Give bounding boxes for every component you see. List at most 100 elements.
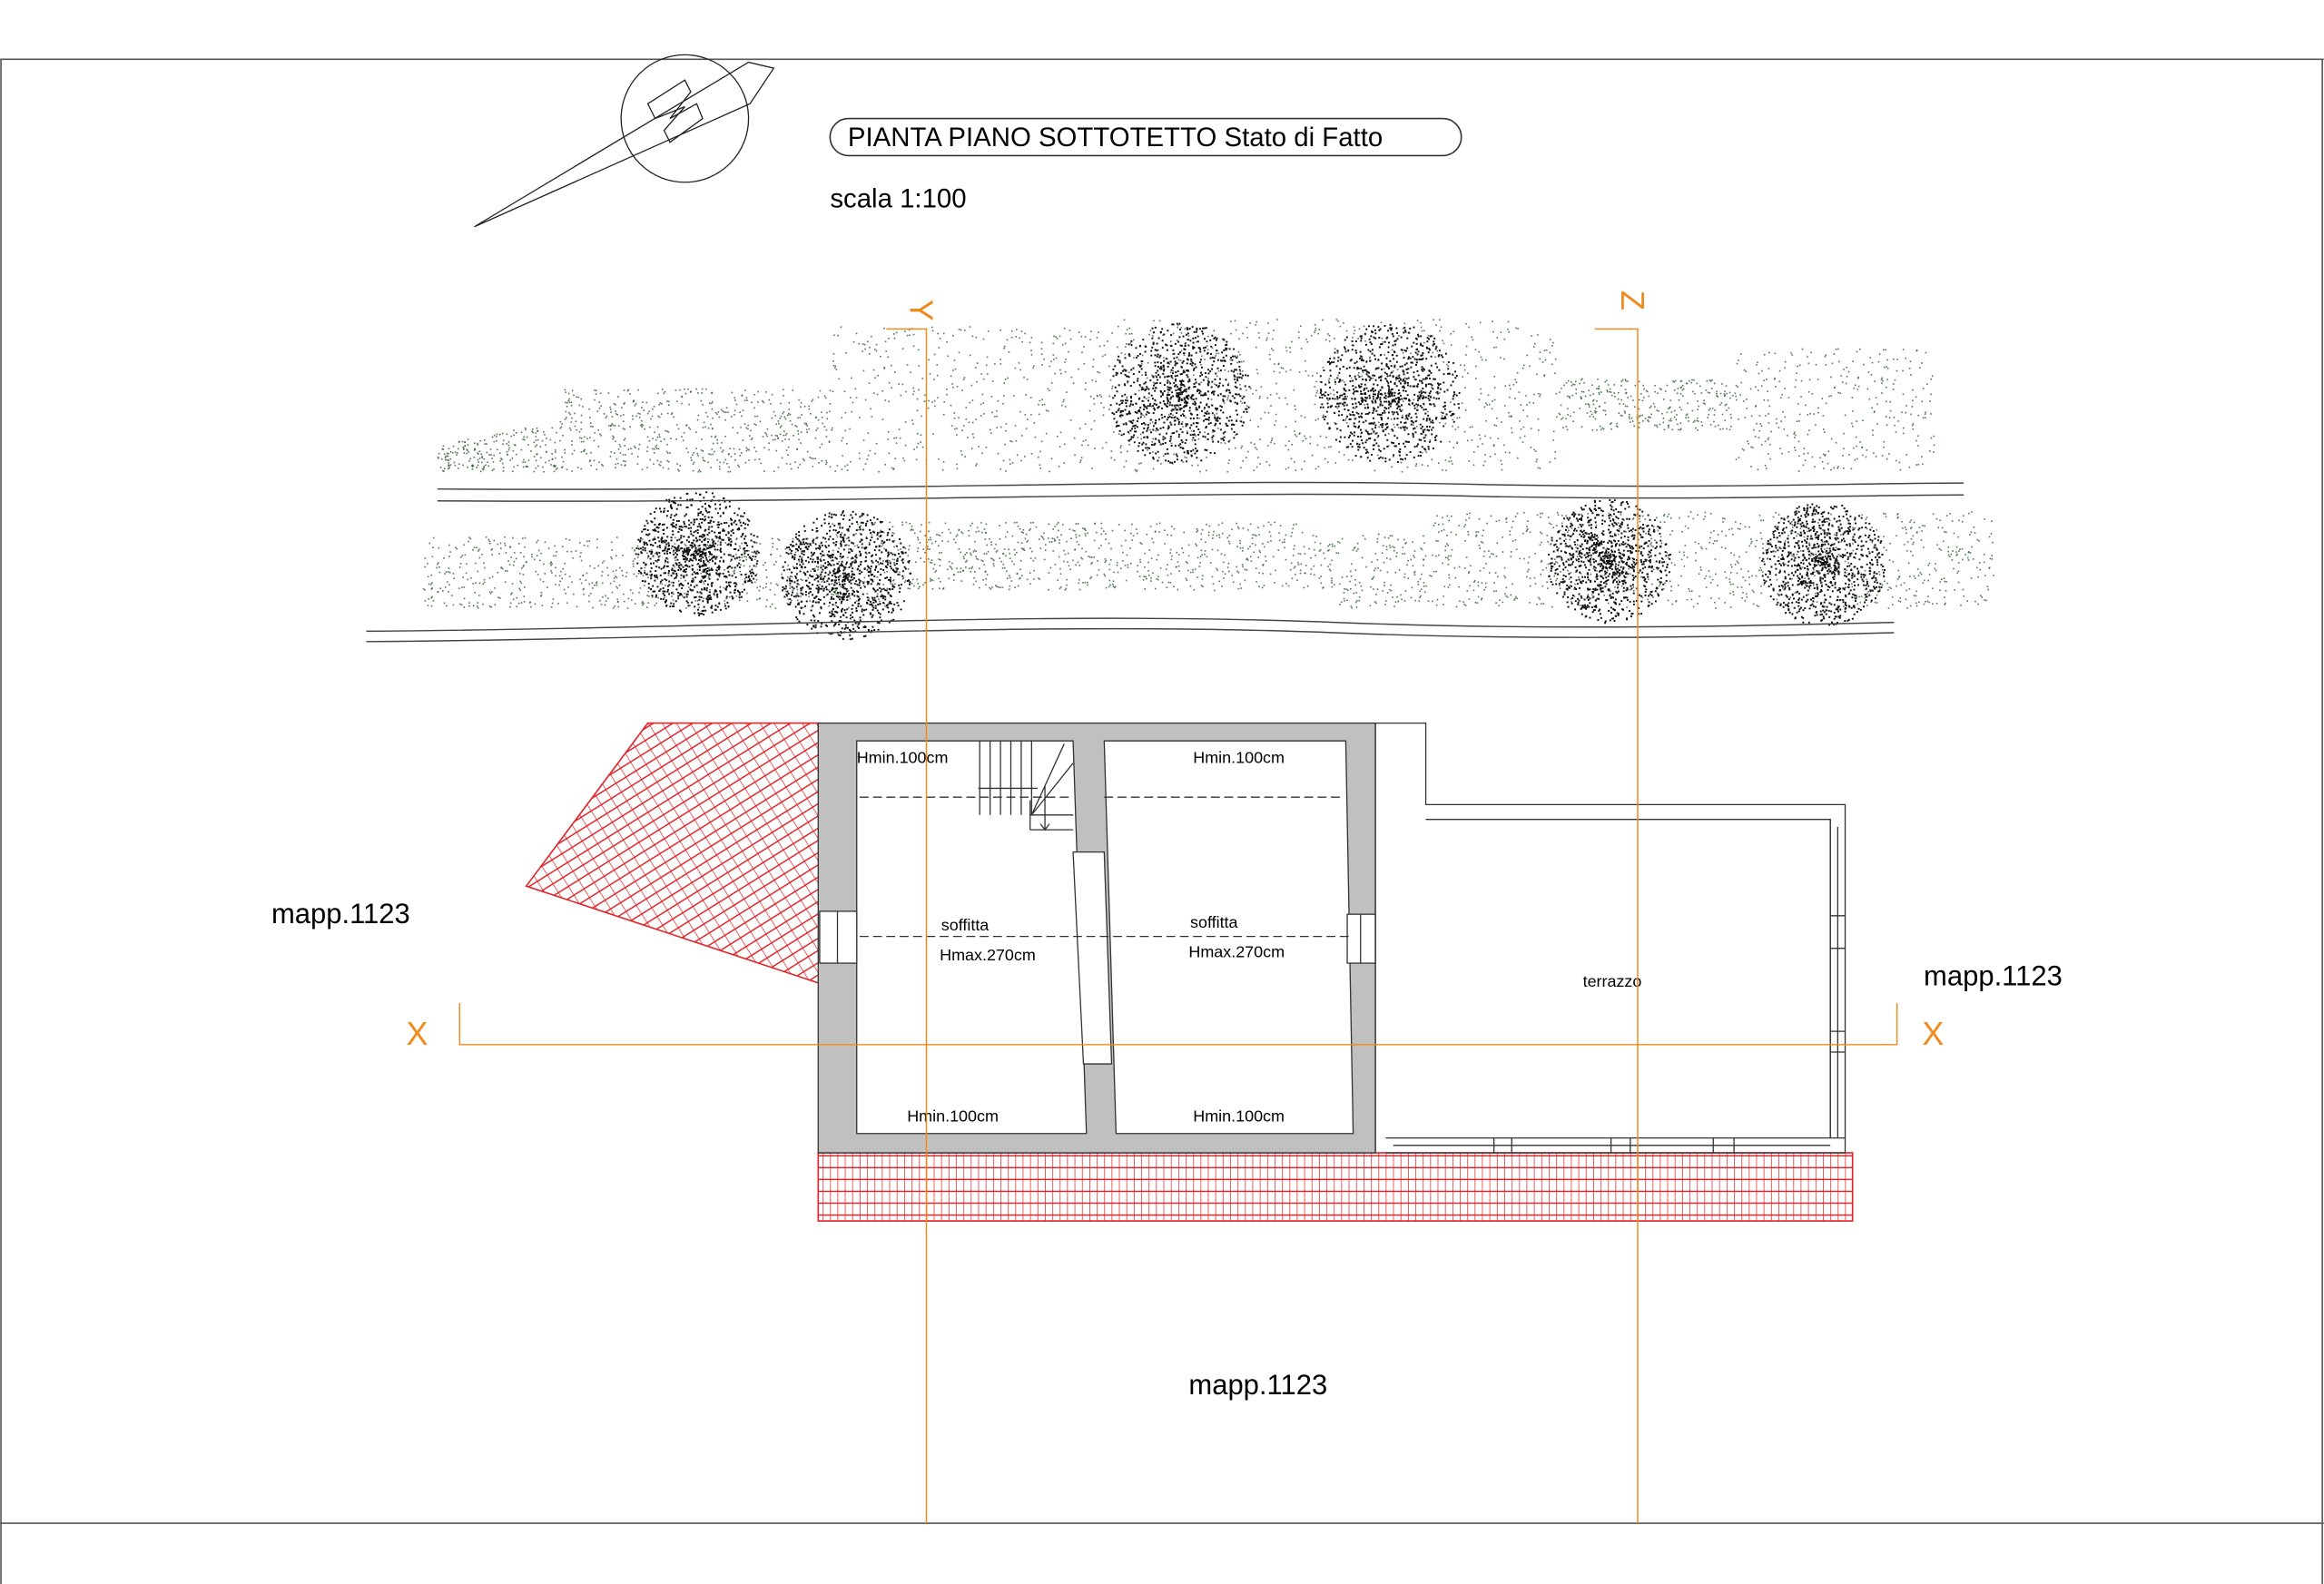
vegetation-dot	[1908, 367, 1911, 369]
vegetation-dot	[1905, 357, 1907, 359]
vegetation-dot	[1656, 426, 1659, 428]
vegetation-dot	[1877, 360, 1880, 363]
vegetation-dot	[1402, 400, 1404, 403]
vegetation-dot	[623, 600, 625, 603]
vegetation-dot	[1554, 358, 1557, 360]
vegetation-dot	[944, 522, 947, 525]
vegetation-dot	[781, 457, 783, 459]
vegetation-dot	[725, 597, 727, 600]
vegetation-dot	[1005, 423, 1008, 425]
vegetation-dot	[1852, 425, 1854, 428]
vegetation-dot	[464, 441, 467, 443]
vegetation-dot	[1328, 544, 1331, 546]
vegetation-dot	[1824, 548, 1826, 550]
vegetation-dot	[1139, 542, 1142, 544]
vegetation-dot	[1483, 589, 1486, 591]
vegetation-dot	[1446, 535, 1449, 536]
vegetation-dot	[1245, 457, 1247, 458]
vegetation-dot	[1019, 369, 1022, 371]
vegetation-dot	[561, 467, 563, 468]
vegetation-dot	[1930, 393, 1932, 396]
vegetation-dot	[848, 606, 850, 609]
vegetation-dot	[1475, 378, 1477, 379]
vegetation-dot	[560, 426, 563, 428]
vegetation-dot	[1516, 512, 1519, 515]
vegetation-dot	[1601, 427, 1604, 429]
vegetation-dot	[1444, 459, 1447, 461]
vegetation-dot	[1149, 422, 1151, 425]
vegetation-dot	[1620, 380, 1623, 382]
vegetation-dot	[1015, 439, 1018, 442]
vegetation-dot	[1750, 466, 1752, 467]
vegetation-dot	[695, 431, 697, 433]
vegetation-dot	[461, 440, 464, 443]
vegetation-dot	[1276, 319, 1278, 320]
vegetation-dot	[1974, 532, 1976, 534]
vegetation-dot	[1299, 572, 1302, 575]
vegetation-dot	[948, 528, 950, 531]
vegetation-dot	[1765, 467, 1768, 469]
vegetation-dot	[985, 364, 988, 367]
vegetation-dot	[1756, 364, 1758, 366]
vegetation-dot	[1120, 545, 1123, 547]
vegetation-dot	[848, 545, 850, 546]
vegetation-dot	[1648, 420, 1649, 423]
vegetation-dot	[1965, 554, 1966, 556]
vegetation-dot	[932, 567, 935, 570]
vegetation-dot	[1157, 457, 1160, 458]
vegetation-dot	[1334, 383, 1336, 386]
vegetation-dot	[1800, 533, 1803, 536]
vegetation-dot	[981, 560, 984, 562]
vegetation-dot	[1213, 530, 1215, 533]
vegetation-dot	[1896, 517, 1899, 518]
vegetation-dot	[596, 582, 597, 585]
vegetation-dot	[1888, 586, 1891, 588]
vegetation-dot	[800, 442, 803, 444]
vegetation-dot	[1714, 558, 1717, 560]
vegetation-dot	[1109, 379, 1112, 381]
vegetation-dot	[1672, 380, 1674, 382]
vegetation-dot	[664, 390, 666, 393]
vegetation-dot	[1373, 576, 1375, 578]
vegetation-dot	[589, 422, 592, 425]
vegetation-dot	[831, 583, 833, 585]
vegetation-dot	[1393, 546, 1395, 549]
vegetation-dot	[1630, 573, 1631, 576]
vegetation-dot	[1505, 595, 1507, 597]
vegetation-dot	[570, 550, 573, 553]
vegetation-dot	[1517, 328, 1519, 330]
vegetation-dot	[908, 548, 910, 551]
vegetation-dot	[1211, 576, 1214, 578]
vegetation-dot	[1167, 581, 1170, 584]
vegetation-dot	[1063, 560, 1065, 563]
vegetation-dot	[708, 566, 711, 569]
vegetation-dot	[1450, 515, 1452, 517]
vegetation-dot	[735, 403, 738, 406]
vegetation-dot	[1723, 517, 1726, 520]
vegetation-dot	[1916, 568, 1919, 570]
vegetation-dot	[1406, 466, 1409, 468]
vegetation-dot	[1696, 417, 1699, 419]
vegetation-dot	[1327, 566, 1329, 567]
vegetation-dot	[1721, 383, 1723, 385]
vegetation-dot	[1925, 417, 1926, 418]
vegetation-dot	[468, 459, 470, 462]
vegetation-dot	[817, 396, 820, 398]
vegetation-dot	[1821, 398, 1824, 399]
vegetation-dot	[646, 436, 649, 438]
vegetation-dot	[1231, 575, 1234, 576]
vegetation-dot	[1339, 325, 1342, 328]
vegetation-dot	[1376, 588, 1379, 591]
vegetation-dot	[1010, 330, 1013, 332]
vegetation-dot	[1781, 452, 1783, 455]
vegetation-dot	[962, 556, 965, 558]
vegetation-dot	[1101, 355, 1104, 358]
vegetation-dot	[1591, 384, 1593, 387]
vegetation-dot	[700, 399, 703, 402]
vegetation-dot	[442, 470, 445, 473]
vegetation-dot	[1317, 332, 1319, 335]
vegetation-dot	[975, 463, 978, 465]
vegetation-dot	[532, 431, 535, 434]
vegetation-dot	[1480, 392, 1482, 395]
vegetation-dot	[1787, 434, 1788, 437]
